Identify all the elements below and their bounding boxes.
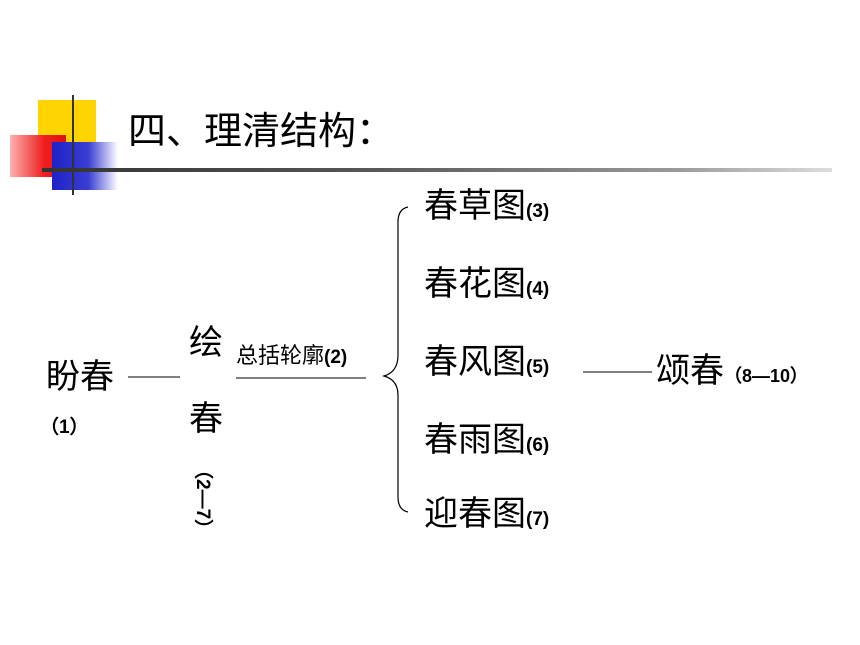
summary-text: 总括轮廓 [236,344,325,369]
branch-4: 春雨图(6) [424,423,549,457]
right-label: 颂春 [656,351,724,391]
branch-1-num: (3) [526,201,550,222]
branch-3-num: (5) [526,357,550,378]
branch-5-label: 迎春图 [424,494,526,534]
branch-5: 迎春图(7) [424,497,549,531]
summary-num: (2) [324,347,348,368]
middle-char-2: 春 [189,399,223,439]
summary-label: 总括轮廓(2) [236,346,347,368]
branch-2-label: 春花图 [424,264,526,304]
title-logo [0,0,130,200]
right-node: 颂春（8—10） [656,354,808,388]
branch-2-num: (4) [526,279,550,300]
middle-char-1: 绘 [189,323,223,363]
page-title: 四、理清结构： [128,109,395,153]
branch-3-label: 春风图 [424,342,526,382]
middle-num: （2—7） [192,460,213,539]
branch-4-label: 春雨图 [424,420,526,460]
branch-3: 春风图(5) [424,345,549,379]
logo-blue-square [52,142,118,190]
left-num: （1） [40,417,89,438]
branch-2: 春花图(4) [424,267,549,301]
branch-1: 春草图(3) [424,189,549,223]
branch-5-num: (7) [526,509,550,530]
branch-4-num: (6) [526,435,550,456]
brace [381,206,409,513]
left-label: 盼春 [46,357,114,397]
branch-1-label: 春草图 [424,186,526,226]
right-num: （8—10） [724,366,809,386]
logo-vertical-line [72,95,74,195]
title-underline [42,168,832,172]
